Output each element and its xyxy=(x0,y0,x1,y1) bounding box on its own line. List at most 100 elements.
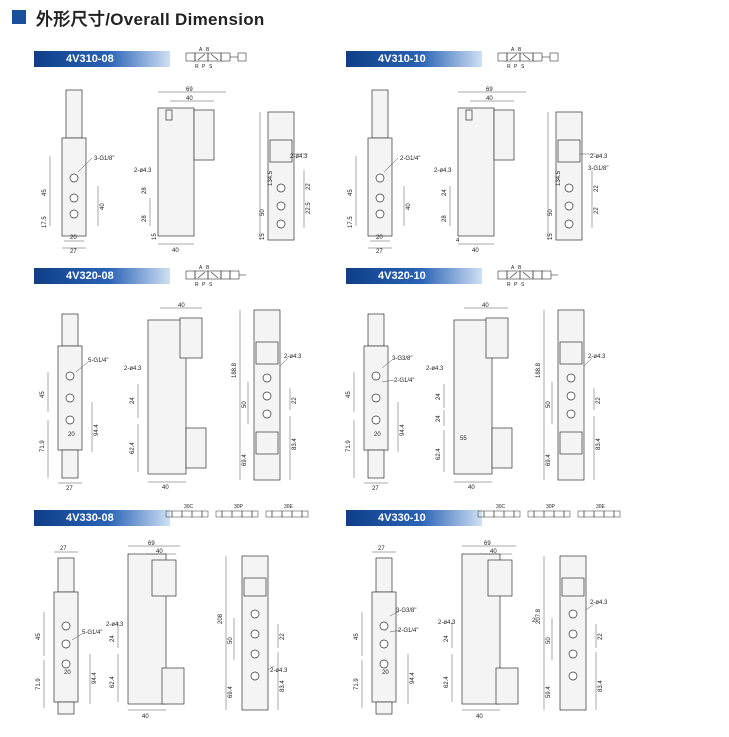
dim-22: 22 xyxy=(598,633,604,640)
port-callout: 3-G3/8" xyxy=(396,608,416,614)
dim-20: 20 xyxy=(64,670,71,676)
hole-callout: 2-ø4.3 xyxy=(124,366,142,372)
model-title-4v320-08: 4V320-08 xyxy=(34,268,170,284)
dim-45: 45 xyxy=(354,633,360,640)
dim-22: 22 xyxy=(280,633,286,640)
dim-22: 22 xyxy=(596,397,602,404)
dim-45: 45 xyxy=(42,189,48,196)
dim-40: 40 xyxy=(486,96,493,102)
dim-83-4: 83.4 xyxy=(292,438,298,450)
dim-27: 27 xyxy=(376,249,383,255)
dim-45: 45 xyxy=(348,189,354,196)
dim-40: 40 xyxy=(482,303,489,309)
dim-62-4: 62.4 xyxy=(436,448,442,460)
valve-symbol-4v320-10: A B R P S xyxy=(497,265,558,288)
side-view-4v310-08: 69 40 2-ø4.3 28 28 15 40 xyxy=(134,87,226,254)
hole-callout: 2-ø4.3 xyxy=(588,354,606,360)
dim-50: 50 xyxy=(228,637,234,644)
dim-4: 4 xyxy=(456,238,460,244)
dim-27: 27 xyxy=(70,249,77,255)
header-marker xyxy=(12,10,26,24)
back-view-4v330-08: 2-ø4.3 208 50 22 69.4 83.4 xyxy=(218,555,288,711)
dim-24: 24 xyxy=(436,415,442,422)
dim-188-8: 188.8 xyxy=(232,362,238,378)
side-view-4v320-10: 40 2-ø4.3 24 24 62.4 55 40 xyxy=(426,303,513,491)
valve-symbol-4v330-10: 30C 30P 30E xyxy=(477,504,621,518)
dim-24: 24 xyxy=(442,189,448,196)
dim-22: 22 xyxy=(292,397,298,404)
dim-94-4: 94.4 xyxy=(400,424,406,436)
dim-71-9: 71.9 xyxy=(346,440,352,452)
port-p-label: P xyxy=(514,64,518,70)
front-view-4v310-08: 3-G1/8" 45 17.5 40 20 27 xyxy=(42,89,114,255)
dim-40: 40 xyxy=(476,714,483,720)
dim-71-9: 71.9 xyxy=(40,440,46,452)
dim-40: 40 xyxy=(472,248,479,254)
dim-62-4: 62.4 xyxy=(444,676,450,688)
dim-94-4: 94.4 xyxy=(410,672,416,684)
dim-28: 28 xyxy=(142,215,148,222)
symbol-code-30p: 30P xyxy=(546,504,556,510)
dim-55: 55 xyxy=(460,436,467,442)
valve-symbol-4v330-08: 30C 30P 30E xyxy=(165,504,309,518)
back-view-4v320-10: 2-ø4.3 188.8 50 22 69.4 83.4 xyxy=(536,309,606,481)
dim-40: 40 xyxy=(406,203,412,210)
side-view-4v310-10: 69 40 2-ø4.3 24 28 4 40 xyxy=(434,87,526,254)
dim-69: 69 xyxy=(484,541,491,547)
dim-40: 40 xyxy=(178,303,185,309)
dim-40: 40 xyxy=(100,203,106,210)
port-s-label: S xyxy=(521,64,525,70)
dim-27: 27 xyxy=(66,486,73,492)
dim-15: 15 xyxy=(260,233,266,240)
port-callout: 3-G1/8" xyxy=(94,156,114,162)
dim-134-5: 134.5 xyxy=(556,170,562,186)
dim-40: 40 xyxy=(162,485,169,491)
hole-callout: 2-ø4.3 xyxy=(284,354,302,360)
side-view-4v330-10: 69 40 2-ø4.3 24 62.4 40 xyxy=(438,541,519,720)
page-title: 外形尺寸/Overall Dimension xyxy=(36,9,265,29)
port-p-label: P xyxy=(202,64,206,70)
front-view-4v330-10: 27 3-G3/8" 2-G1/4" 45 71.9 94.4 20 xyxy=(354,546,418,715)
hole-callout: 2-ø4.3 xyxy=(290,154,308,160)
symbol-code-30e: 30E xyxy=(284,504,294,510)
port-a-label: A xyxy=(199,47,203,53)
dim-71-9: 71.9 xyxy=(354,678,360,690)
hole-callout: 2-ø4.3 xyxy=(590,154,608,160)
back-view-4v310-08: 2-ø4.3 134.5 50 22.5 22 15 xyxy=(259,111,312,241)
dim-27: 27 xyxy=(372,486,379,492)
dim-24: 24 xyxy=(130,397,136,404)
port-b-label: B xyxy=(518,47,522,53)
dim-59-4: 59.4 xyxy=(546,686,552,698)
dim-69: 69 xyxy=(148,541,155,547)
hole-callout: 2-ø4.3 xyxy=(106,622,124,628)
dim-28: 28 xyxy=(142,187,148,194)
dim-20: 20 xyxy=(382,670,389,676)
port-r-label: R xyxy=(195,282,199,288)
dim-94-4: 94.4 xyxy=(92,672,98,684)
model-title-4v320-10: 4V320-10 xyxy=(346,268,482,284)
dim-188-8: 188.8 xyxy=(536,362,542,378)
page-header: 外形尺寸/Overall Dimension xyxy=(12,4,265,30)
hole-callout: 2-ø4.3 xyxy=(438,620,456,626)
port-p-label: P xyxy=(514,282,518,288)
dim-45: 45 xyxy=(346,391,352,398)
port-s-label: S xyxy=(209,282,213,288)
port-callout: 5-G1/4" xyxy=(82,630,102,636)
back-view-4v330-10: 2-ø4.3 2- 207.8 50 22 59.4 83.4 xyxy=(532,555,608,711)
front-view-4v310-10: 2-G1/4" 45 17.5 40 20 27 xyxy=(348,89,420,255)
side-view-4v320-08: 40 2-ø4.3 24 62.4 40 xyxy=(124,303,207,491)
dim-17-5: 17.5 xyxy=(42,216,48,228)
symbol-code-30c: 30C xyxy=(184,504,194,510)
dim-50: 50 xyxy=(546,637,552,644)
hole-callout: 2-ø4.3 xyxy=(590,600,608,606)
hole-callout: 2-ø4.3 xyxy=(434,168,452,174)
dim-17-5: 17.5 xyxy=(348,216,354,228)
dim-27: 27 xyxy=(60,546,67,552)
port-s-label: S xyxy=(209,64,213,70)
dim-208: 208 xyxy=(218,613,224,624)
dim-83-4: 83.4 xyxy=(596,438,602,450)
front-view-4v320-10: 3-G3/8" 2-G1/4" 45 71.9 94.4 20 27 xyxy=(346,313,414,492)
port-callout-secondary: 2-G1/4" xyxy=(398,628,418,634)
valve-symbol-4v320-08: A B R P S xyxy=(185,265,246,288)
dim-50: 50 xyxy=(546,401,552,408)
